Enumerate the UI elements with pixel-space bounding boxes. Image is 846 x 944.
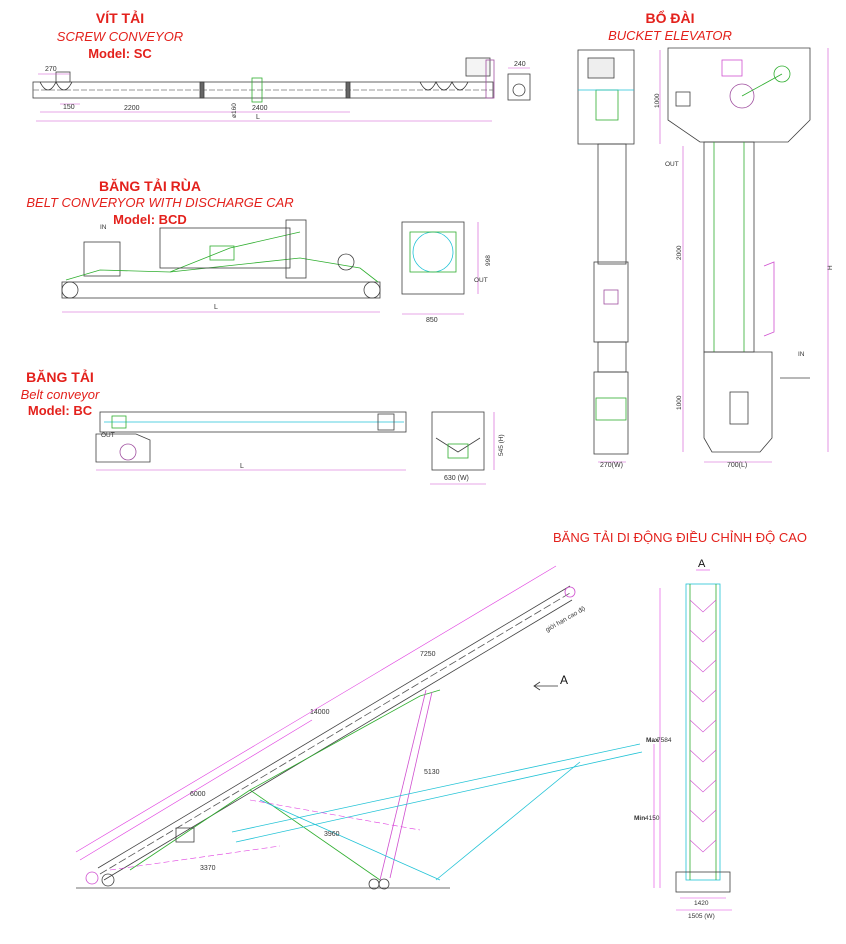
elevator-out-label: OUT — [665, 161, 679, 168]
mobile-dim-7250: 7250 — [420, 651, 436, 658]
belt-conveyor-out-label: OUT — [101, 432, 115, 439]
elevator-dim-270w: 270(W) — [600, 462, 623, 469]
belt-discharge-dim-L: L — [214, 304, 218, 311]
mobile-dim-1420: 1420 — [694, 900, 709, 907]
screw-conveyor-title: VÍT TẢI — [95, 10, 145, 26]
screw-dim-150: 150 — [63, 104, 75, 111]
elevator-dim-1000-top: 1000 — [654, 93, 661, 108]
mobile-dim-5130: 5130 — [424, 769, 440, 776]
belt-conveyor-model: Model: BC — [27, 403, 93, 418]
bucket-elevator-subtitle: BUCKET ELEVATOR — [608, 28, 732, 43]
elevator-dim-700l: 700(L) — [727, 462, 747, 469]
view-arrow-a-label: A — [560, 673, 568, 687]
section-a-label: A — [698, 558, 706, 570]
screw-conveyor-subtitle: SCREW CONVEYOR — [56, 29, 184, 44]
elevator-dim-1000-bottom: 1000 — [676, 395, 683, 410]
mobile-max-label: Max — [646, 737, 659, 744]
screw-conveyor-drawing — [32, 57, 531, 122]
mobile-dim-3960: 3960 — [324, 831, 340, 838]
belt-discharge-in-label: IN — [100, 224, 107, 231]
screw-dim-240: 240 — [514, 61, 526, 68]
belt-conveyor-dim-L: L — [240, 463, 244, 470]
mobile-dim-14000: 14000 — [310, 709, 330, 716]
mobile-min-label: Min — [634, 815, 645, 822]
elevator-dim-2000: 2000 — [676, 245, 683, 260]
belt-discharge-subtitle: BELT CONVERYOR WITH DISCHARGE CAR — [26, 195, 294, 210]
screw-dim-2200: 2200 — [124, 105, 140, 112]
belt-conveyor-dim-630: 630 (W) — [444, 475, 469, 482]
screw-dim-270: 270 — [45, 66, 57, 73]
belt-discharge-dim-850: 850 — [426, 317, 438, 324]
belt-discharge-title: BĂNG TẢI RÙA — [99, 178, 201, 194]
mobile-height-limit-note: giới hạn cao độ — [545, 605, 588, 634]
elevator-dim-H: H — [827, 265, 834, 270]
elevator-in-label: IN — [798, 351, 805, 358]
mobile-dim-6000: 6000 — [190, 791, 206, 798]
belt-discharge-dim-998: 998 — [485, 255, 492, 266]
screw-dim-L: L — [256, 114, 260, 121]
mobile-dim-1505: 1505 (W) — [688, 913, 715, 920]
belt-conveyor-drawing — [95, 411, 495, 485]
mobile-dim-4150: 4150 — [645, 815, 660, 822]
bucket-elevator-title: BỔ ĐÀI — [645, 10, 695, 26]
mobile-dim-7584: 7584 — [657, 737, 672, 744]
screw-dim-160: ø160 — [231, 103, 238, 118]
screw-dim-2400: 2400 — [252, 105, 268, 112]
belt-discharge-out-label: OUT — [474, 277, 488, 284]
belt-conveyor-title: BĂNG TẢI — [26, 369, 94, 385]
mobile-conveyor-title: BĂNG TẢI DI ĐỘNG ĐIỀU CHỈNH ĐỘ CAO — [552, 530, 807, 545]
mobile-dim-3370: 3370 — [200, 865, 216, 872]
belt-discharge-model: Model: BCD — [113, 212, 187, 227]
belt-conveyor-subtitle: Belt conveyor — [20, 387, 100, 402]
bucket-elevator-drawing — [577, 47, 829, 463]
mobile-conveyor-drawing — [75, 565, 732, 911]
belt-discharge-drawing — [61, 219, 479, 315]
screw-conveyor-model: Model: SC — [88, 46, 152, 61]
belt-conveyor-dim-545: 545 (H) — [498, 434, 505, 456]
